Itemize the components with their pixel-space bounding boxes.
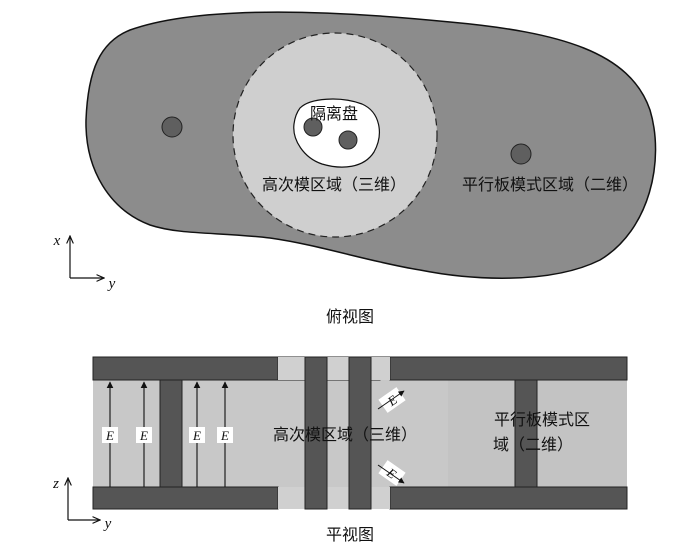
field-label-1: E xyxy=(105,428,114,443)
via-disk-1 xyxy=(303,117,323,137)
bottom-plate-left xyxy=(92,486,279,510)
via-right xyxy=(510,143,532,165)
bottom-plate-right xyxy=(389,486,628,510)
side-via-center-1 xyxy=(304,356,328,510)
side-high-order-label: 高次模区域（三维） xyxy=(273,425,417,444)
field-label-4: E xyxy=(220,428,229,443)
field-label-3: E xyxy=(192,428,201,443)
side-view-caption: 平视图 xyxy=(326,525,374,544)
high-order-section-bg xyxy=(235,378,448,488)
side-via-center-2 xyxy=(348,356,372,510)
side-parallel-plate-label-2: 域（二维） xyxy=(493,435,573,454)
via-left xyxy=(161,116,183,138)
axis-z-label-side: z xyxy=(52,476,59,492)
parallel-plate-region-label: 平行板模式区域（二维） xyxy=(462,175,638,194)
side-via-right xyxy=(514,379,538,488)
side-view: E E E E E E 高次模区域（三维） 平行板模式区 域（二维） z y 平… xyxy=(52,356,628,544)
via-disk-2 xyxy=(338,130,358,150)
axis-x-label-top: x xyxy=(53,233,61,249)
axis-y-label-side: y xyxy=(103,516,112,532)
gap-field-upper: E xyxy=(377,387,406,413)
side-via-left xyxy=(159,379,183,488)
gap-field-lower: E xyxy=(377,460,406,486)
top-view-caption: 俯视图 xyxy=(326,307,374,326)
top-plate-right xyxy=(389,356,628,381)
isolation-disk xyxy=(293,98,380,168)
top-plate-gap xyxy=(278,357,390,380)
side-parallel-plate-label-1: 平行板模式区 xyxy=(494,410,590,429)
field-labels: E E E E xyxy=(102,427,233,443)
top-plate-left xyxy=(92,356,279,381)
isolation-disk-label: 隔离盘 xyxy=(310,104,358,123)
axis-y-label-top: y xyxy=(107,276,116,292)
field-label-2: E xyxy=(139,428,148,443)
bottom-plate-gap xyxy=(278,487,390,509)
top-view: 隔离盘 高次模区域（三维） 平行板模式区域（二维） x y 俯视图 xyxy=(53,11,657,326)
high-order-region-label: 高次模区域（三维） xyxy=(262,175,406,194)
